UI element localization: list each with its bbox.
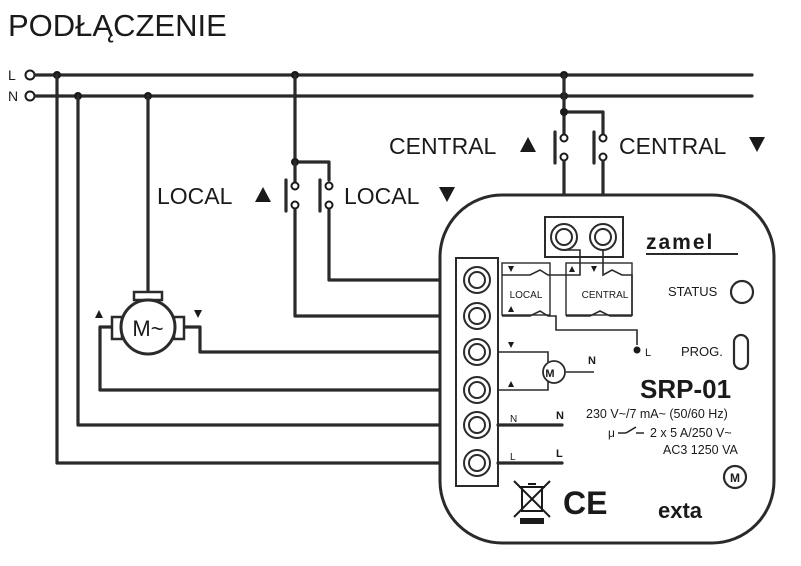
- terminal-strip: [455, 257, 499, 487]
- prog-button: [732, 333, 750, 371]
- internal-wire-3: [566, 310, 632, 317]
- weee-bin-icon: [513, 480, 551, 524]
- internal-wire-l: [502, 249, 581, 276]
- contact-symbol: μ: [608, 426, 615, 440]
- central-down-label: CENTRAL: [619, 133, 727, 159]
- footer-brand: exta: [658, 498, 703, 523]
- internal-l-label: L: [645, 347, 651, 359]
- prog-label: PROG.: [681, 344, 723, 359]
- internal-n-label: N: [588, 355, 596, 367]
- spec-line-3: AC3 1250 VA: [663, 443, 738, 457]
- wire-central-bridge: [562, 110, 605, 137]
- switch-central-up: [553, 130, 569, 165]
- wire-n-to-terminal-5: [76, 94, 460, 427]
- internal-motor-up-arrow-icon: [508, 381, 514, 387]
- ce-mark: CE: [563, 485, 607, 521]
- internal-motor-down-arrow-icon: [508, 342, 514, 348]
- wire-local-bridge: [293, 160, 331, 182]
- line-l-label: L: [8, 67, 16, 83]
- brand-logo: zamel: [646, 231, 714, 254]
- internal-motor-wire-3: [498, 351, 549, 362]
- internal-local-label: LOCAL: [510, 290, 543, 301]
- contact-icon: [618, 426, 644, 434]
- wire-l-to-terminal-6: [55, 73, 460, 465]
- status-led: [729, 279, 755, 305]
- internal-wire-2: [502, 310, 638, 345]
- internal-wire-central-down: [602, 250, 633, 316]
- terminal-l-label: L: [510, 452, 516, 463]
- wire-local-down-to-terminal-1: [327, 208, 460, 282]
- spec-line-2: 2 x 5 A/250 V~: [650, 426, 732, 440]
- local-down-arrow-icon: [439, 187, 455, 202]
- switch-local-up: [284, 160, 300, 213]
- right-l-label: L: [556, 448, 563, 460]
- internal-motor-wire-4: [498, 382, 549, 391]
- internal-central-down-arrow-icon: [591, 266, 597, 272]
- internal-local-box: [501, 262, 551, 316]
- internal-central-label: CENTRAL: [582, 290, 629, 301]
- motor-label: M~: [132, 316, 163, 341]
- switch-central-down: [592, 130, 608, 165]
- central-down-arrow-icon: [749, 137, 765, 152]
- m-circle-label: M: [730, 471, 740, 485]
- internal-central-box: [565, 262, 633, 316]
- internal-down-arrow-icon: [508, 266, 514, 272]
- motor-symbol: M~: [110, 290, 186, 356]
- local-down-label: LOCAL: [344, 183, 420, 209]
- motor-down-arrow-icon: [194, 310, 202, 318]
- right-n-label: N: [556, 410, 564, 422]
- wire-motor-to-terminal-4: [98, 325, 460, 392]
- status-label: STATUS: [668, 284, 718, 299]
- line-l-terminal: [24, 69, 36, 81]
- local-up-arrow-icon: [255, 187, 271, 202]
- motor-up-arrow-icon: [95, 310, 103, 318]
- central-up-arrow-icon: [520, 137, 536, 152]
- internal-central-up-arrow-icon: [569, 266, 575, 272]
- spec-line-1: 230 V~/7 mA~ (50/60 Hz): [586, 407, 728, 421]
- diagram-title: PODŁĄCZENIE: [8, 8, 227, 43]
- internal-motor-label: M: [545, 368, 554, 380]
- internal-motor-symbol: [542, 360, 566, 384]
- m-circle-icon: [722, 464, 748, 490]
- local-up-label: LOCAL: [157, 183, 233, 209]
- switch-local-down: [318, 178, 334, 213]
- central-up-label: CENTRAL: [389, 133, 497, 159]
- terminal-screws: [463, 266, 491, 477]
- wire-local-up-to-terminal-2: [293, 208, 460, 318]
- wire-motor-to-terminal-3: [178, 325, 460, 354]
- terminal-n-label: N: [510, 414, 517, 425]
- line-n-label: N: [8, 88, 18, 104]
- central-terminal-screws: [550, 223, 617, 251]
- line-n-terminal: [24, 90, 36, 102]
- model-name: SRP-01: [640, 374, 731, 404]
- internal-up-arrow-icon: [508, 306, 514, 312]
